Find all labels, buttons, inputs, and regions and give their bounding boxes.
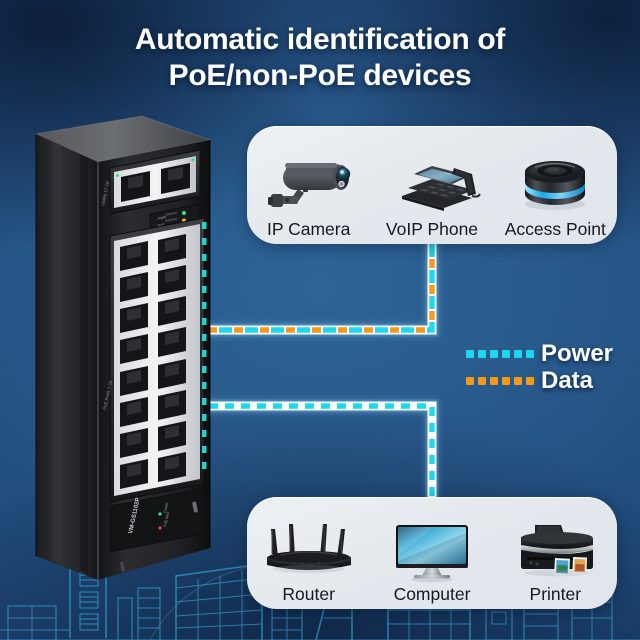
led-label-power: PWR [157, 215, 166, 221]
dashed-line-cyan-icon [466, 349, 534, 358]
device-ip-camera[interactable]: IP Camera [247, 126, 370, 244]
voip-phone-icon [370, 152, 493, 218]
cable-legend: Power Data [466, 340, 631, 394]
device-router[interactable]: Router [247, 497, 370, 609]
device-voip-phone[interactable]: VoIP Phone [370, 126, 493, 244]
switch-model-block: VM-GS1102P Power PoE Max [109, 487, 205, 553]
device-label: Computer [393, 584, 471, 604]
router-icon [247, 521, 370, 583]
poe-port-block[interactable] [109, 217, 207, 503]
legend-label: Power [541, 339, 614, 367]
device-label: Printer [529, 584, 582, 604]
device-label: IP Camera [267, 219, 351, 239]
ip-camera-icon [247, 152, 370, 218]
uplink-port-block[interactable] [109, 149, 201, 215]
device-printer[interactable]: Printer [494, 497, 617, 609]
non-poe-devices-panel: Router [247, 497, 617, 609]
device-label: Access Point [504, 219, 606, 239]
legend-label: Data [541, 366, 594, 394]
poe-group-label: PoE Ports 1-16 [102, 379, 113, 410]
device-computer[interactable]: Computer [370, 497, 493, 609]
printer-icon [494, 521, 617, 583]
device-label: Router [282, 584, 335, 604]
title-line-2: PoE/non-PoE devices [168, 59, 472, 92]
led-label-poe: PoE [157, 223, 165, 228]
legend-row-data: Data [466, 367, 631, 394]
legend-row-power: Power [466, 340, 631, 367]
model-led-power-label: Power [163, 501, 169, 513]
dashed-line-orange-icon [466, 376, 534, 385]
poe-devices-panel: IP Camera [247, 126, 617, 244]
device-access-point[interactable]: Access Point [494, 126, 617, 244]
model-led-poe-label: PoE Max [163, 511, 170, 527]
uplink-group-label: Uplink 17-18 [100, 181, 110, 207]
title-line-1: Automatic identification of [134, 23, 506, 56]
poe-network-switch[interactable]: Uplink 17-18 PWR PoE [24, 110, 224, 640]
access-point-icon [494, 152, 617, 218]
device-label: VoIP Phone [385, 219, 479, 239]
computer-monitor-icon [370, 521, 493, 583]
page-title: Automatic identification of PoE/non-PoE … [0, 22, 640, 94]
